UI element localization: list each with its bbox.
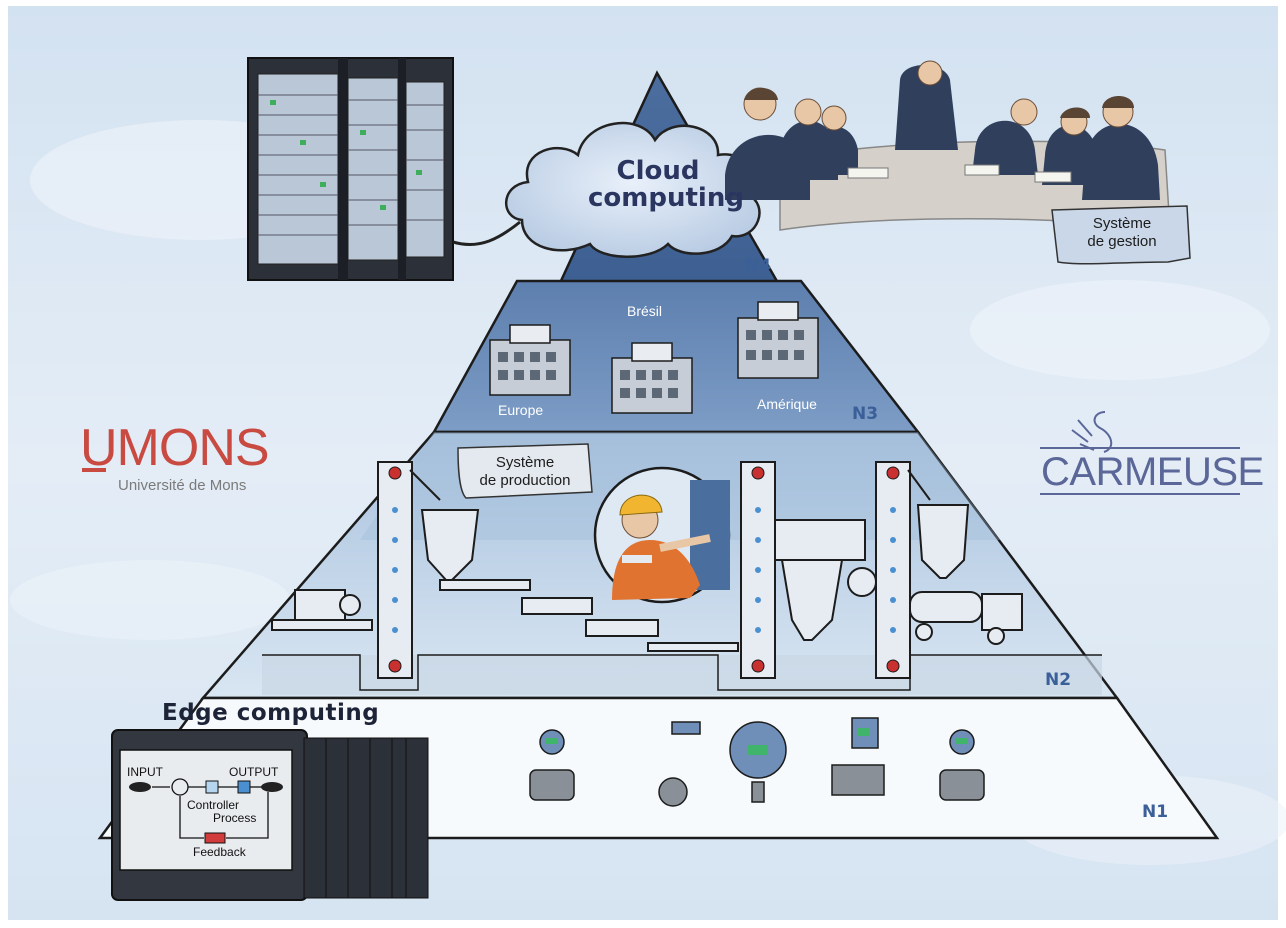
worker-illustration (593, 466, 731, 604)
control-process-label: Process (213, 811, 257, 825)
carmeuse-logo-text: CARMEUSE (1041, 450, 1264, 494)
production-note: Système de production (462, 454, 588, 490)
level-n3-label: N3 (852, 404, 879, 424)
cloud-title-line1: Cloud (616, 156, 700, 186)
meeting-illustration (725, 60, 1171, 231)
production-line (271, 461, 1023, 679)
elevator-buckets (388, 466, 900, 673)
site-label-europe: Europe (498, 402, 544, 418)
server-racks (247, 57, 521, 281)
production-note-line2: de production (479, 472, 571, 489)
control-feedback-label: Feedback (193, 845, 246, 859)
gestion-sign (1051, 205, 1191, 265)
site-label-bresil: Brésil (627, 303, 663, 319)
gestion-note-line2: de gestion (1087, 233, 1157, 250)
production-sign (457, 443, 593, 499)
cloud-title-line2: computing (588, 183, 744, 214)
gestion-note: Système de gestion (1058, 215, 1186, 251)
umons-bar (82, 468, 106, 472)
level-n1-label: N1 (1142, 802, 1169, 822)
level-n2-label: N2 (1045, 670, 1072, 690)
cloud-computing-title: Cloud computing (588, 156, 744, 214)
edge-controller (111, 729, 429, 901)
umons-logo-subtitle: Université de Mons (118, 477, 247, 494)
buildings (489, 301, 819, 414)
umons-logo-title: UMONS (80, 419, 270, 477)
gestion-note-line1: Système (1092, 215, 1152, 232)
edge-computing-title: Edge computing (162, 700, 380, 726)
production-note-line1: Système (495, 454, 555, 471)
level-n4-label: N4 (745, 256, 772, 276)
site-label-amerique: Amérique (757, 396, 817, 412)
control-input-label: INPUT (127, 765, 163, 779)
control-output-label: OUTPUT (229, 765, 279, 779)
control-controller-label: Controller (187, 798, 240, 812)
field-instruments (529, 717, 985, 807)
